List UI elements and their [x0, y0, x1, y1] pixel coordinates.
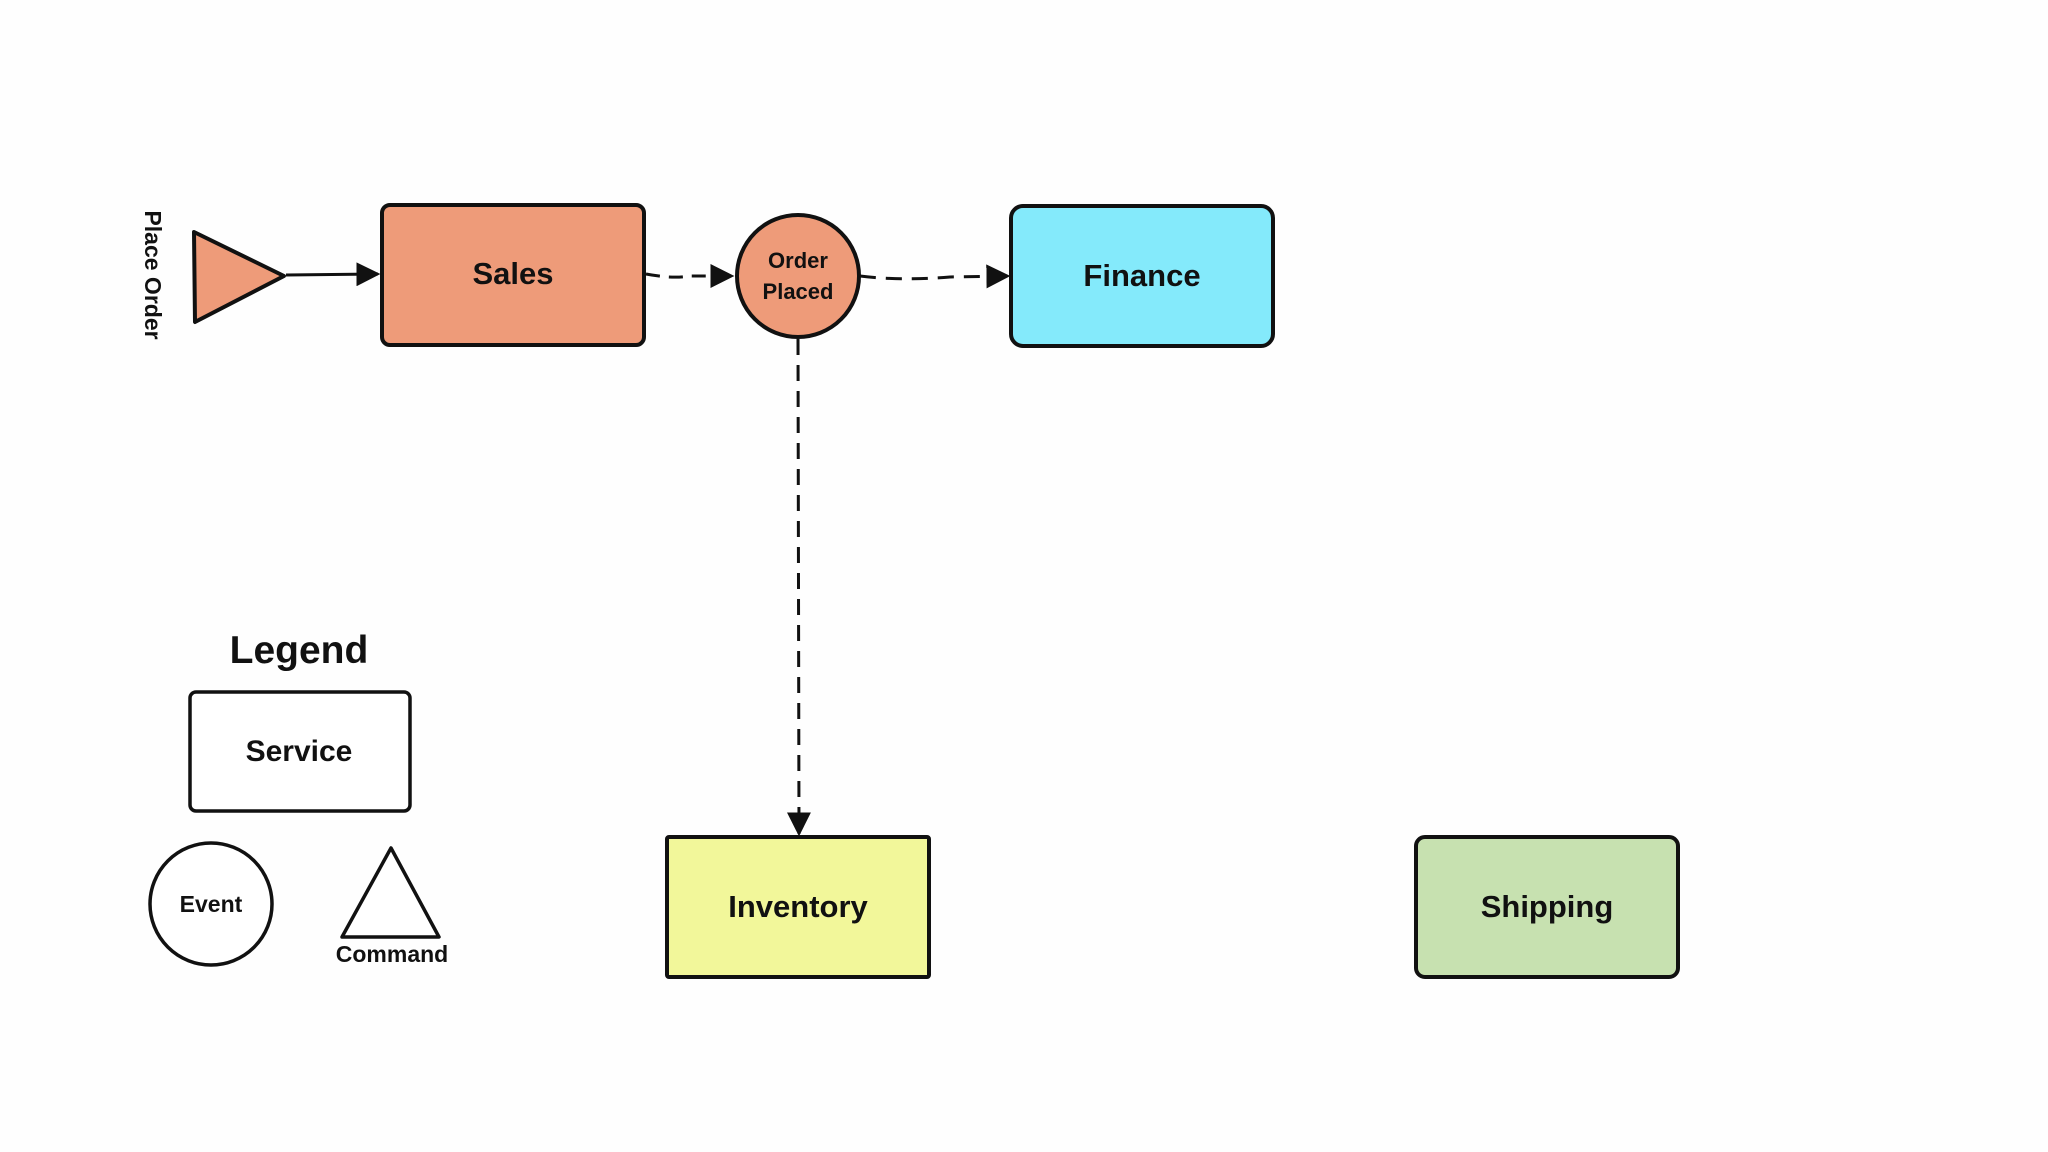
legend-service-label: Service — [246, 735, 353, 768]
finance-box — [1009, 204, 1275, 348]
legend-event-label: Event — [180, 891, 243, 917]
event-label-line1: Order — [768, 248, 828, 273]
legend-event-circle — [148, 841, 274, 967]
legend-command-label: Command — [336, 941, 448, 967]
shipping-label: Shipping — [1481, 889, 1614, 924]
sales-service[interactable]: Sales — [380, 203, 646, 347]
event-label-line2: Placed — [763, 279, 834, 304]
legend-service-box — [188, 690, 412, 813]
sales-box — [380, 203, 646, 347]
arrow-command-to-sales — [285, 262, 381, 287]
finance-label: Finance — [1083, 258, 1200, 293]
arrow-event-to-finance — [859, 264, 1011, 289]
order-placed-event[interactable]: Order Placed — [735, 213, 861, 339]
arrow-sales-to-event — [645, 264, 735, 288]
shipping-box — [1414, 835, 1680, 979]
legend-service: Service — [188, 690, 412, 813]
legend-event: Event — [148, 841, 274, 967]
inventory-box — [665, 835, 931, 979]
inventory-label: Inventory — [728, 889, 868, 924]
inventory-service[interactable]: Inventory — [665, 835, 931, 979]
legend-command-triangle — [340, 846, 441, 939]
sales-label: Sales — [472, 256, 553, 291]
event-circle — [735, 213, 861, 339]
legend-title: Legend — [230, 629, 369, 672]
place-order-label: Place Order — [140, 210, 166, 339]
arrow-event-to-inventory — [786, 338, 811, 837]
place-order-command[interactable]: Place Order — [140, 210, 286, 340]
command-triangle — [192, 230, 286, 324]
legend-command: Command — [336, 846, 448, 967]
finance-service[interactable]: Finance — [1009, 204, 1275, 348]
legend: Legend Service Event Command — [148, 629, 448, 967]
shipping-service[interactable]: Shipping — [1414, 835, 1680, 979]
